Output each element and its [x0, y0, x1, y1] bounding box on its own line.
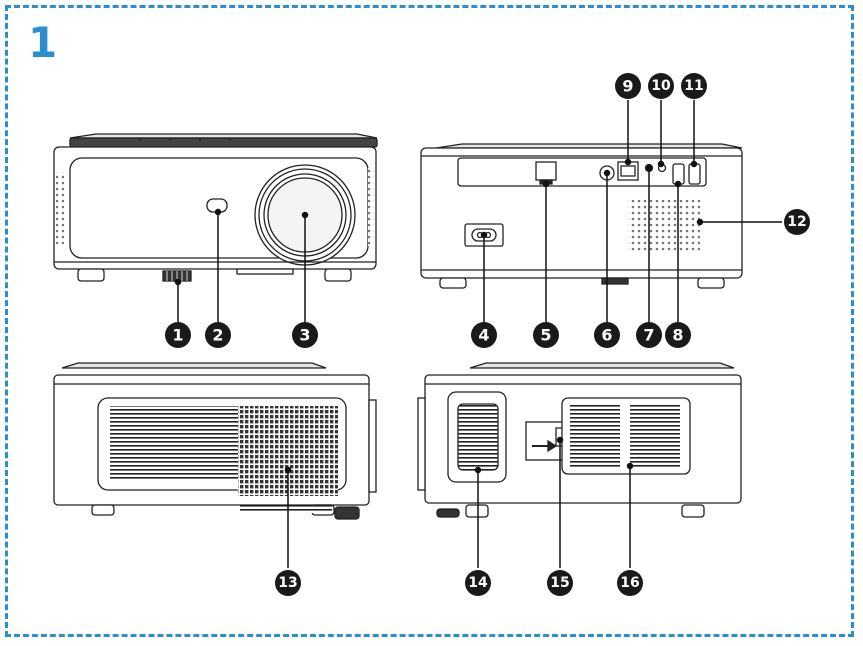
- front-view: [53, 133, 378, 282]
- rear-view: [420, 143, 743, 289]
- callout-13: 13: [275, 570, 301, 596]
- callout-10: 10: [648, 73, 674, 99]
- svg-text:10: 10: [651, 78, 671, 94]
- svg-text:5: 5: [540, 326, 551, 345]
- callout-14: 14: [465, 570, 491, 596]
- svg-text:16: 16: [620, 575, 639, 591]
- svg-text:13: 13: [278, 575, 297, 591]
- callout-15: 15: [547, 570, 573, 596]
- page-frame: [5, 5, 854, 637]
- callout-11: 11: [681, 73, 707, 99]
- side-view-left: [53, 362, 377, 520]
- callout-8: 8: [665, 322, 691, 348]
- callout-16: 16: [617, 570, 643, 596]
- svg-text:14: 14: [468, 575, 488, 591]
- callout-2: 2: [205, 322, 231, 348]
- side-view-right: [417, 362, 742, 518]
- svg-text:15: 15: [550, 575, 569, 591]
- leader-lines: [174, 100, 782, 568]
- svg-text:1: 1: [172, 326, 183, 345]
- callout-7: 7: [636, 322, 662, 348]
- svg-text:11: 11: [684, 78, 703, 94]
- callout-4: 4: [471, 322, 497, 348]
- svg-text:8: 8: [672, 326, 683, 345]
- callout-12: 12: [784, 209, 810, 235]
- callout-9: 9: [615, 73, 641, 99]
- callout-6: 6: [594, 322, 620, 348]
- callout-3: 3: [292, 322, 318, 348]
- svg-text:4: 4: [478, 326, 489, 345]
- callout-5: 5: [533, 322, 559, 348]
- svg-text:6: 6: [601, 326, 612, 345]
- svg-text:9: 9: [622, 77, 633, 96]
- callout-1: 1: [165, 322, 191, 348]
- svg-text:3: 3: [299, 326, 310, 345]
- step-number: 1: [28, 18, 58, 67]
- svg-text:12: 12: [787, 214, 806, 230]
- svg-text:7: 7: [643, 326, 654, 345]
- svg-text:2: 2: [212, 326, 223, 345]
